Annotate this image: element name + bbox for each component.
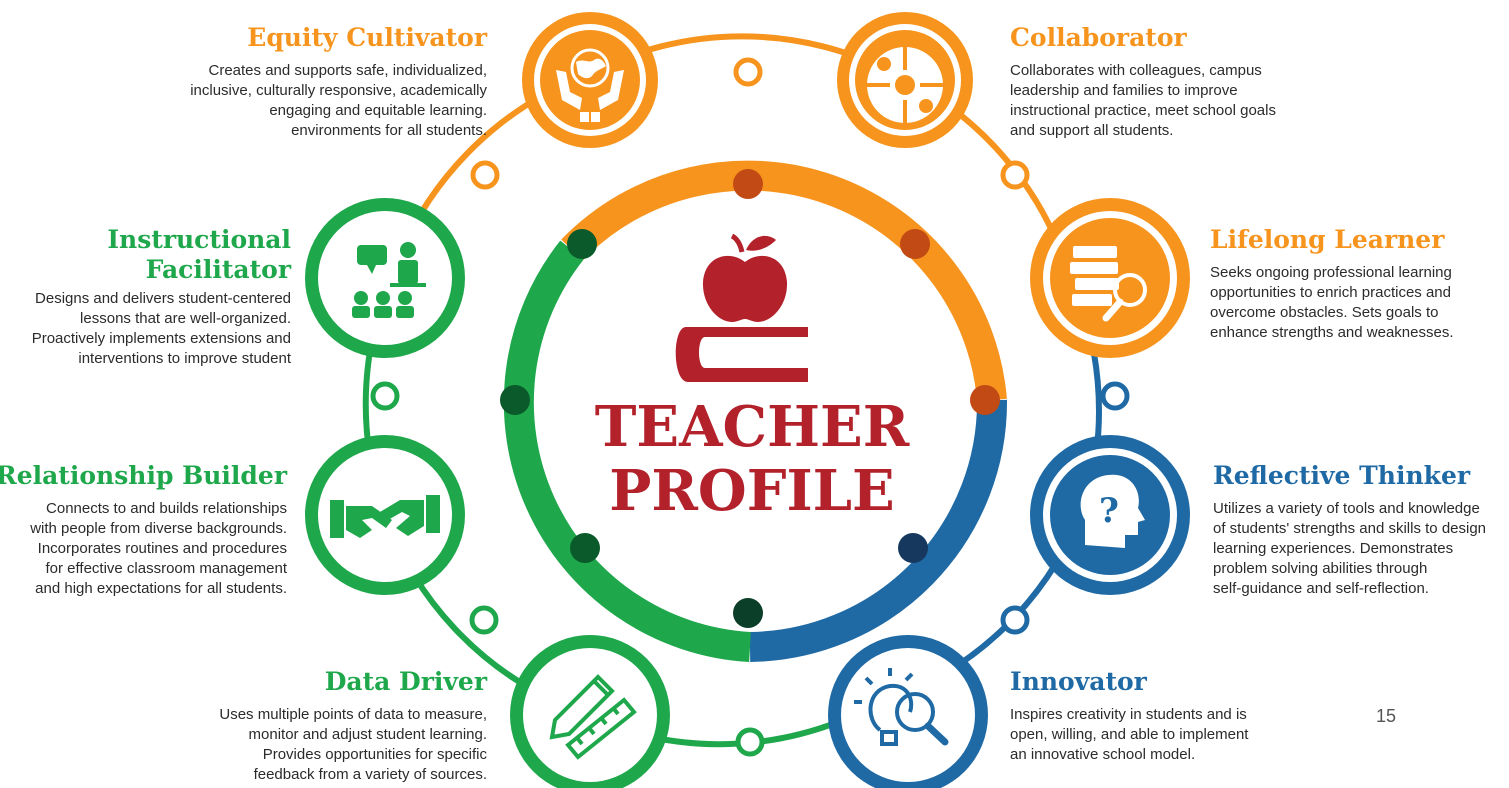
desc-innovator: Inspires creativity in students and is o… [1010,705,1248,765]
desc-reflective: Utilizes a variety of tools and knowledg… [1213,499,1486,599]
ring-dot [898,533,928,563]
desc-line: instructional practice, meet school goal… [1010,102,1276,119]
desc-line: learning experiences. Demonstrates [1213,540,1454,557]
books-magnifier-icon [1070,246,1147,322]
role-circle-reflective: ? [1030,435,1190,595]
desc-line: inclusive, culturally responsive, academ… [190,82,487,99]
role-circle-instructional [305,198,465,358]
desc-line: Uses multiple points of data to measure, [219,706,487,723]
teacher-presenting-icon [352,242,426,318]
title-innovator: Innovator [1010,667,1147,696]
desc-collaborator: Collaborates with colleagues, campus lea… [1010,61,1276,141]
desc-line: feedback from a variety of sources. [253,766,487,783]
ring-dot [733,598,763,628]
title-data: Data Driver [324,667,487,696]
desc-line: environments for all students. [291,122,487,139]
desc-line: interventions to improve student [78,350,291,367]
title-relationship: Relationship Builder [0,461,287,490]
desc-instructional: Designs and delivers student-centered le… [32,289,291,369]
center-title-line1: TEACHER [595,394,910,460]
role-circle-relationship [305,435,465,595]
desc-line: lessons that are well-organized. [80,310,291,327]
title-lifelong: Lifelong Learner [1210,225,1445,254]
role-circle-equity [522,12,658,148]
desc-line: an innovative school model. [1010,746,1196,763]
title-instructional: Instructional Facilitator [107,225,291,285]
role-circle-innovator [828,635,988,788]
desc-equity: Creates and supports safe, individualize… [190,61,487,141]
desc-line: leadership and families to improve [1010,82,1238,99]
desc-line: Designs and delivers student-centered [35,290,291,307]
desc-line: self-guidance and self-reflection. [1213,580,1429,597]
connector-node [370,381,400,411]
connector-node [1000,605,1030,635]
desc-line: with people from diverse backgrounds. [30,520,287,537]
desc-line: of students' strengths and skills to des… [1213,520,1487,537]
ring-dot [900,229,930,259]
center-title-line2: PROFILE [609,458,894,524]
apple-on-book-icon [675,233,808,382]
puzzle-icon [867,47,943,123]
ring-dot [500,385,530,415]
role-circle-data [510,635,670,788]
role-circle-collaborator [837,12,973,148]
connector-nodes [370,57,1130,757]
connector-node [470,160,500,190]
desc-line: open, willing, and able to implement [1010,726,1249,743]
desc-line: Proactively implements extensions and [31,330,291,347]
desc-line: engaging and equitable learning. [269,102,487,119]
desc-line: Seeks ongoing professional learning [1210,264,1452,281]
connector-node [735,727,765,757]
desc-line: for effective classroom management [45,560,287,577]
connector-node [469,605,499,635]
lightbulb-magnifier-icon [854,668,949,746]
connector-node [1100,381,1130,411]
desc-line: and support all students. [1010,122,1174,139]
desc-line: Utilizes a variety of tools and knowledg… [1213,500,1480,517]
connector-node [733,57,763,87]
center-ring-dots [500,169,1000,628]
page-number: 15 [1376,706,1397,726]
desc-line: problem solving abilities through [1213,560,1428,577]
desc-line: Provides opportunities for specific [262,746,487,763]
title-collaborator: Collaborator [1010,23,1187,52]
ring-dot [567,229,597,259]
desc-line: Incorporates routines and procedures [37,540,287,557]
desc-line: Connects to and builds relationships [46,500,287,517]
connector-node [1000,160,1030,190]
head-question-icon: ? [1080,474,1145,548]
ring-dot [733,169,763,199]
desc-lifelong: Seeks ongoing professional learning oppo… [1210,263,1454,343]
svg-text:?: ? [1099,491,1119,531]
desc-line: enhance strengths and weaknesses. [1210,324,1454,341]
title-line: Instructional [107,225,291,254]
desc-data: Uses multiple points of data to measure,… [219,705,487,785]
desc-line: opportunities to enrich practices and [1210,284,1451,301]
title-line: Facilitator [145,255,291,284]
ring-dot [970,385,1000,415]
desc-line: and high expectations for all students. [35,580,287,597]
globe-in-hands-icon [556,48,624,122]
desc-line: overcome obstacles. Sets goals to [1210,304,1439,321]
ring-dot [570,533,600,563]
handshake-icon [330,495,440,538]
title-reflective: Reflective Thinker [1213,461,1471,490]
center-ring [503,160,1008,662]
role-circle-lifelong [1030,198,1190,358]
title-equity: Equity Cultivator [247,23,487,52]
desc-line: Inspires creativity in students and is [1010,706,1247,723]
desc-line: monitor and adjust student learning. [248,726,487,743]
desc-line: Collaborates with colleagues, campus [1010,62,1262,79]
desc-line: Creates and supports safe, individualize… [208,62,488,79]
desc-relationship: Connects to and builds relationships wit… [30,499,287,599]
pencil-ruler-icon [549,674,637,760]
